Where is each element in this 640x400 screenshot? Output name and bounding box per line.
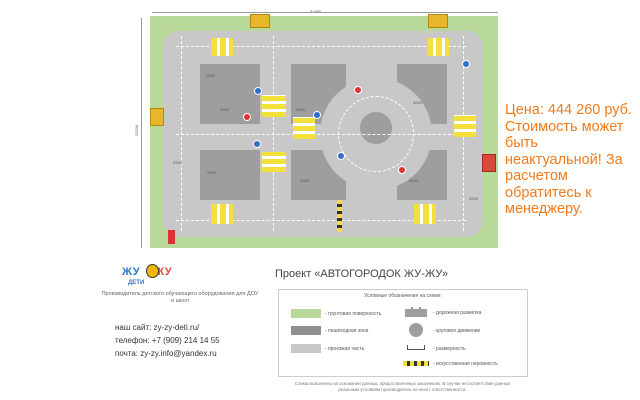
building-icon [482,154,496,172]
dimension-line-left [141,18,142,248]
logo-text-part1: ЖУ [122,266,141,278]
lane-marking [273,36,274,231]
crosswalk [262,152,286,172]
legend-label: - проезжая часть [325,346,365,352]
dimension-label: 2900 [207,170,216,175]
dimension-line-top [152,12,498,13]
legend-swatch-pedestrian [291,326,321,335]
phone-booth-icon [168,230,175,244]
legend-title: Условные обозначения на схеме: [364,293,442,299]
dimension-label: 2200 [173,160,182,165]
dimension-label: 2000 [469,196,478,201]
company-site: наш сайт: zy-zy-deti.ru/ [115,323,200,332]
dimension-label: 2020 [206,73,215,78]
price-note: Цена: 444 260 руб. Стоимость может быть … [505,102,633,217]
legend-swatch-roundabout [409,323,423,337]
company-tagline: Производитель детского обучающего оборуд… [101,291,259,304]
road-sign-icon [253,140,261,148]
legend-swatch-marking [405,307,427,317]
crosswalk [454,115,476,137]
crosswalk [414,204,436,224]
company-email: почта: zy-zy.info@yandex.ru [115,349,217,358]
legend-label: - круговое движение [433,328,481,334]
lane-marking [176,46,466,47]
lane-marking [181,36,182,231]
legend-swatch-speed-bump [403,361,429,366]
pedestrian-block [200,150,260,200]
building-icon [428,14,448,28]
company-phone: телефон: +7 (909) 214 14 55 [115,336,220,345]
dimension-label: 2440 [409,178,418,183]
building-icon [150,108,164,126]
road-sign-icon [313,111,321,119]
bee-icon [146,264,159,278]
road-sign-icon [462,60,470,68]
dimension-label: 4050 [300,178,309,183]
legend-swatch-dimension [407,345,425,350]
crosswalk [427,38,449,56]
legend-label: - искусственная неровность [433,361,498,367]
roundabout-center [360,112,392,144]
lane-marking [176,220,466,221]
crosswalk [211,204,233,224]
disclaimer-footnote: Схема выполнена на основании данных, пре… [294,381,511,392]
lane-marking [176,134,466,135]
legend-label: - дорожная разметка [433,310,482,316]
road-sign-icon [337,152,345,160]
road-sign-icon [243,113,251,121]
legend-box: Условные обозначения на схеме: - грунтов… [278,289,528,377]
legend-swatch-roadway [291,344,321,353]
road-sign-icon [254,87,262,95]
speed-bump [337,200,342,232]
dimension-label: 3500 [296,107,305,112]
legend-swatch-ground [291,309,321,318]
building-icon [250,14,270,28]
crosswalk [293,117,315,139]
crosswalk [262,95,286,117]
road-sign-icon [354,86,362,94]
legend-label: - пешеходная зона [325,328,369,334]
dimension-left-label: 22000 [134,124,140,137]
dimension-label: 3260 [220,107,229,112]
legend-label: - размерность [433,346,466,352]
dimension-label: 4000 [413,100,422,105]
logo-subtitle: ДЕТИ [128,280,145,286]
dimension-top-label: 31880 [310,9,321,14]
legend-label: - грунтовая поверхность [325,311,382,317]
road-sign-icon [398,166,406,174]
crosswalk [211,38,233,56]
project-title: Проект «АВТОГОРОДОК ЖУ-ЖУ» [275,268,448,280]
